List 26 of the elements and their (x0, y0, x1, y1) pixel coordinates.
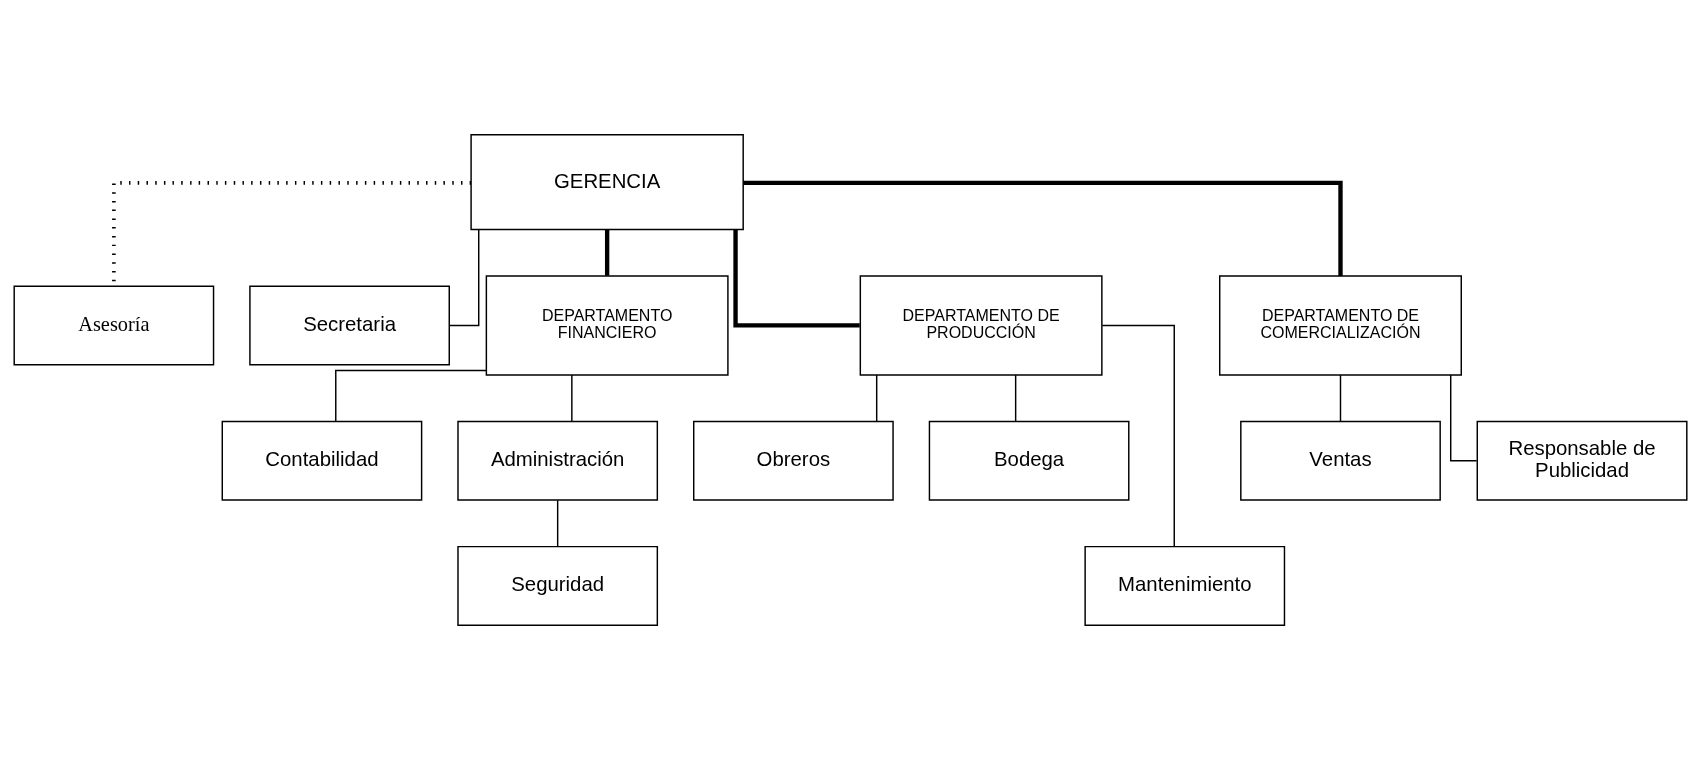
connector (604, 229, 610, 276)
node-box: Asesoría (13, 285, 215, 366)
node-box: Bodega (928, 420, 1130, 501)
node-box: Responsable de Publicidad (1476, 420, 1688, 501)
connector (733, 229, 860, 328)
node-box: Ventas (1240, 420, 1441, 501)
connector (875, 374, 878, 423)
node-box: Contabilidad (221, 420, 423, 501)
node-box: Mantenimiento (1084, 545, 1286, 626)
node-box: Secretaria (249, 285, 450, 366)
node-box: DEPARTAMENTO DE COMERCIALIZACIÓN (1219, 275, 1462, 376)
connector (448, 228, 480, 327)
node-box: DEPARTAMENTO DE PRODUCCIÓN (859, 275, 1103, 376)
connector (1014, 374, 1017, 423)
connector (1450, 374, 1478, 462)
node-box: GERENCIA (470, 134, 744, 231)
connector (335, 369, 487, 423)
node-box: Administración (457, 420, 659, 501)
node-box: DEPARTAMENTO FINANCIERO (485, 275, 729, 376)
connector (556, 499, 559, 548)
node-box: Obreros (693, 420, 894, 501)
connector (1339, 374, 1342, 423)
connector (571, 374, 573, 423)
connector (1101, 324, 1175, 548)
node-box: Seguridad (457, 545, 659, 626)
connector (743, 180, 1343, 276)
